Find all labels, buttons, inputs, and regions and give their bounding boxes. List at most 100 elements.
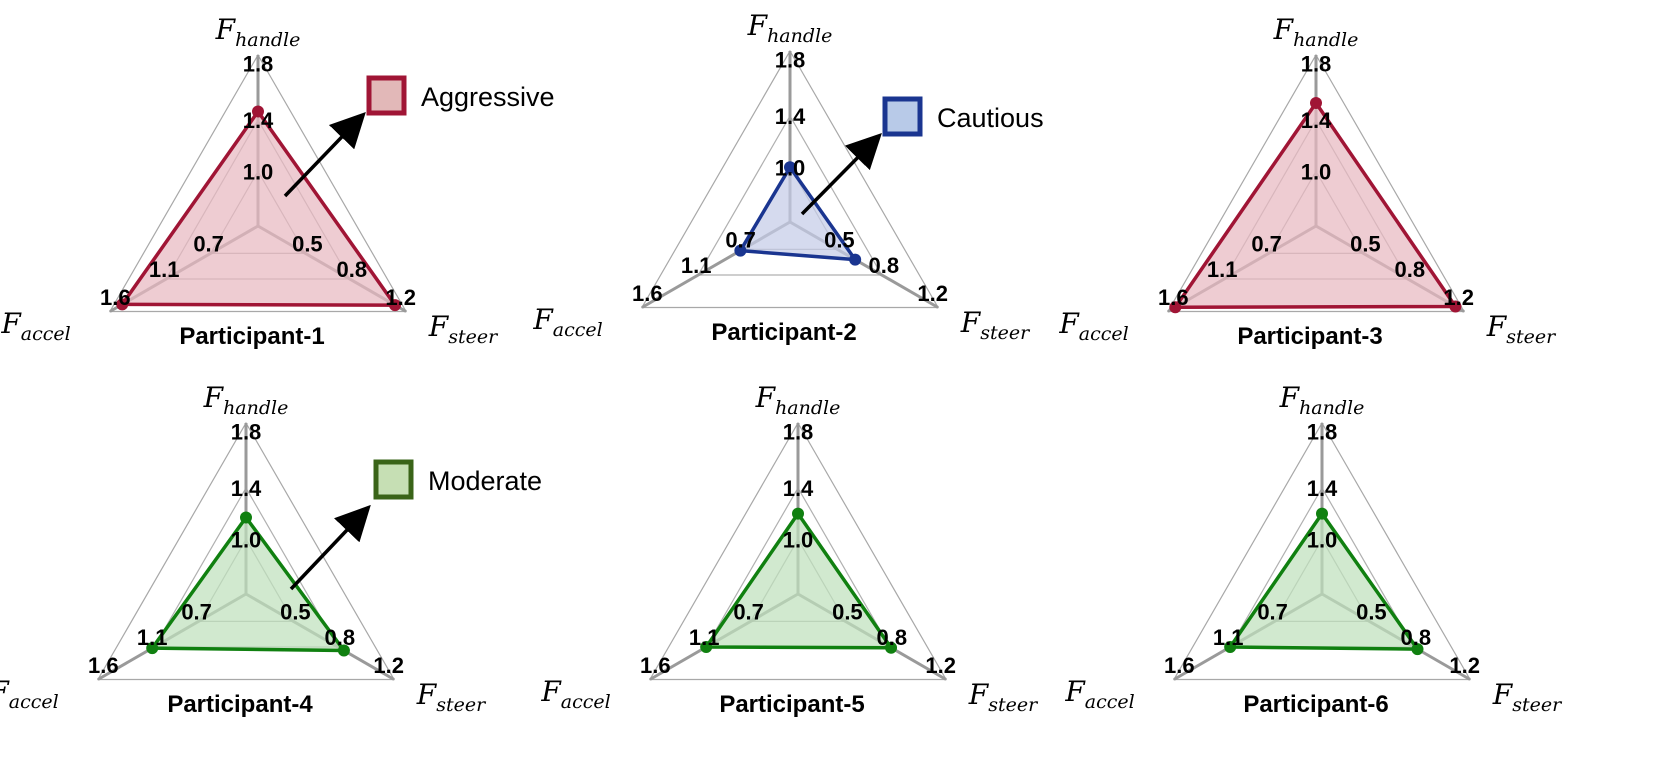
data-polygon bbox=[1173, 101, 1458, 309]
tick-label-handle: 1.4 bbox=[783, 476, 814, 501]
axis-label-accel: Faccel bbox=[540, 675, 610, 713]
data-point-steer bbox=[849, 253, 862, 266]
tick-label-handle: 1.8 bbox=[243, 52, 274, 77]
chart-title: Participant-6 bbox=[1243, 691, 1388, 718]
legend-arrow bbox=[283, 111, 366, 198]
tick-label-steer: 1.2 bbox=[1443, 285, 1474, 310]
axis-label-handle: Fhandle bbox=[215, 13, 301, 51]
axis-label-subscript: steer bbox=[980, 322, 1031, 344]
data-point-accel bbox=[146, 642, 159, 655]
axis-label-steer: Fsteer bbox=[960, 306, 1031, 344]
tick-label-accel: 1.6 bbox=[1164, 653, 1195, 678]
axis-label-subscript: steer bbox=[448, 326, 499, 348]
axis-label-symbol: F bbox=[540, 675, 562, 708]
tick-label-handle: 1.0 bbox=[783, 527, 814, 552]
axis-label-handle: Fhandle bbox=[747, 9, 833, 47]
data-point-steer bbox=[1411, 643, 1424, 656]
data-point-steer bbox=[389, 299, 402, 312]
tick-label-accel: 1.6 bbox=[1158, 285, 1189, 310]
axis-label-steer: Fsteer bbox=[416, 678, 487, 716]
axis-label-subscript: steer bbox=[1512, 694, 1563, 716]
axis-label-symbol: F bbox=[0, 675, 10, 708]
axis-label-symbol: F bbox=[1058, 307, 1080, 340]
grid-outer-triangle bbox=[108, 53, 408, 313]
tick-label-steer: 1.2 bbox=[1449, 653, 1480, 678]
axis-label-subscript: handle bbox=[767, 25, 832, 47]
tick-label-accel: 0.7 bbox=[1251, 231, 1282, 256]
data-point-accel bbox=[1169, 301, 1182, 314]
axis-label-symbol: F bbox=[1273, 13, 1295, 46]
axis-label-symbol: F bbox=[416, 678, 438, 711]
axis-label-accel: Faccel bbox=[0, 307, 70, 345]
tick-label-handle: 1.4 bbox=[1301, 108, 1332, 133]
axis-label-subscript: steer bbox=[436, 694, 487, 716]
axis-label-handle: Fhandle bbox=[755, 381, 841, 419]
tick-label-accel: 0.7 bbox=[1257, 599, 1288, 624]
tick-label-accel: 1.1 bbox=[149, 257, 180, 282]
tick-label-steer: 1.2 bbox=[373, 653, 404, 678]
data-point-handle bbox=[252, 105, 264, 118]
grid-outer-triangle bbox=[1172, 421, 1472, 681]
axis-label-symbol: F bbox=[755, 381, 777, 414]
legend-arrow bbox=[289, 504, 371, 591]
axis-label-symbol: F bbox=[428, 310, 450, 343]
chart-title: Participant-5 bbox=[719, 691, 864, 718]
axis-label-symbol: F bbox=[203, 381, 225, 414]
legend-label: Aggressive bbox=[421, 82, 555, 112]
legend-swatch bbox=[373, 459, 414, 500]
data-point-handle bbox=[792, 507, 804, 520]
axis-label-subscript: handle bbox=[1299, 397, 1364, 419]
tick-label-accel: 0.7 bbox=[181, 599, 212, 624]
axis-label-accel: Faccel bbox=[0, 675, 59, 713]
tick-label-handle: 1.8 bbox=[1301, 52, 1332, 77]
axis-label-subscript: handle bbox=[223, 397, 288, 419]
tick-label-steer: 0.5 bbox=[832, 599, 863, 624]
tick-label-steer: 0.8 bbox=[1401, 625, 1432, 650]
axis-label-symbol: F bbox=[960, 306, 982, 339]
legend-swatch bbox=[882, 96, 923, 137]
data-polygon bbox=[1228, 511, 1420, 651]
tick-label-accel: 1.1 bbox=[1213, 625, 1244, 650]
axis-label-subscript: handle bbox=[1293, 29, 1358, 51]
tick-label-handle: 1.8 bbox=[783, 420, 814, 445]
tick-label-accel: 0.7 bbox=[193, 231, 224, 256]
tick-label-handle: 1.8 bbox=[231, 420, 262, 445]
axis-label-steer: Fsteer bbox=[968, 678, 1039, 716]
data-point-handle bbox=[1310, 97, 1322, 110]
chart-title: Participant-2 bbox=[711, 319, 856, 346]
tick-label-handle: 1.0 bbox=[1301, 159, 1332, 184]
data-point-steer bbox=[885, 641, 898, 654]
tick-label-handle: 1.4 bbox=[775, 104, 806, 129]
tick-label-accel: 1.6 bbox=[100, 285, 131, 310]
axis-label-symbol: F bbox=[747, 9, 769, 42]
data-polygon bbox=[704, 511, 893, 650]
tick-label-steer: 0.5 bbox=[824, 227, 855, 252]
axis-label-subscript: accel bbox=[561, 691, 611, 713]
axis-label-symbol: F bbox=[215, 13, 237, 46]
axis-label-accel: Faccel bbox=[532, 303, 602, 341]
tick-label-accel: 1.6 bbox=[640, 653, 671, 678]
tick-label-steer: 0.5 bbox=[1356, 599, 1387, 624]
axis-label-symbol: F bbox=[0, 307, 22, 340]
axis-label-accel: Faccel bbox=[1058, 307, 1128, 345]
axis-label-subscript: accel bbox=[1085, 691, 1135, 713]
tick-label-steer: 0.8 bbox=[877, 625, 908, 650]
data-point-accel bbox=[1224, 641, 1237, 654]
axis-label-subscript: steer bbox=[988, 694, 1039, 716]
tick-label-accel: 1.1 bbox=[689, 625, 720, 650]
grid-ring bbox=[697, 114, 883, 276]
grid-outer-triangle bbox=[648, 421, 948, 681]
tick-label-handle: 1.0 bbox=[775, 155, 806, 180]
data-point-accel bbox=[116, 298, 129, 311]
grid-outer-triangle bbox=[1166, 53, 1466, 313]
data-point-accel bbox=[734, 244, 747, 257]
axis-label-handle: Fhandle bbox=[203, 381, 289, 419]
axis-label-subscript: accel bbox=[1079, 323, 1129, 345]
tick-label-steer: 0.5 bbox=[280, 599, 311, 624]
legend-label: Cautious bbox=[937, 103, 1044, 133]
tick-label-handle: 1.8 bbox=[775, 48, 806, 73]
